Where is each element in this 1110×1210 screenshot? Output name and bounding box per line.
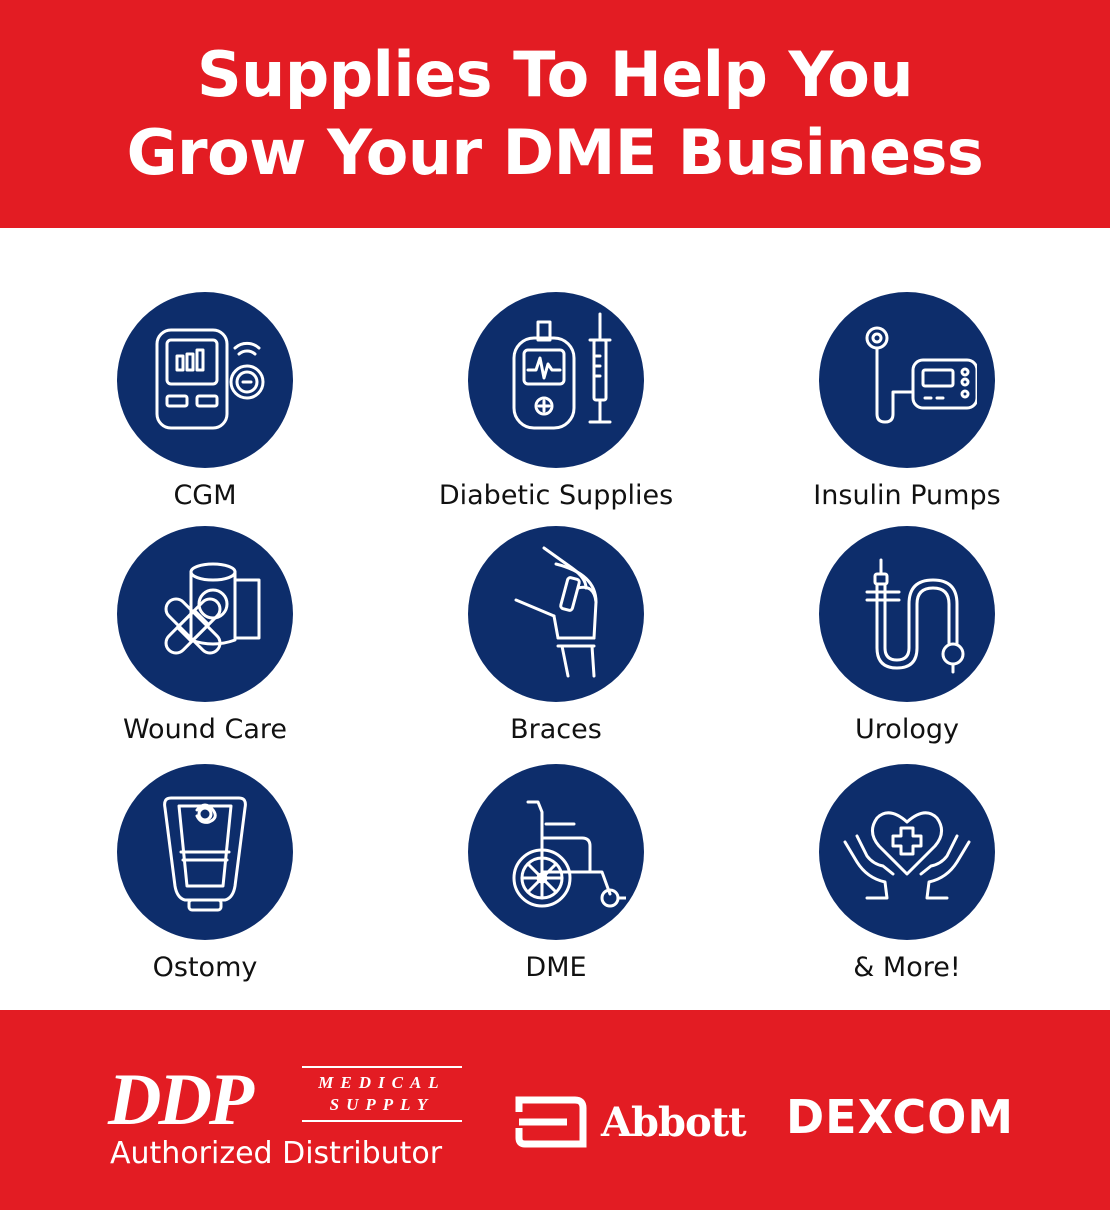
- abbott-logo: Abbott: [515, 1090, 747, 1154]
- heart-hands-icon: [819, 764, 995, 940]
- category-cgm[interactable]: CGM: [55, 292, 355, 522]
- category-ostomy[interactable]: Ostomy: [55, 764, 355, 994]
- category-label: Wound Care: [122, 714, 288, 745]
- page-title-line-1: Supplies To Help You: [197, 38, 913, 111]
- category-more[interactable]: & More!: [757, 764, 1057, 994]
- category-label: & More!: [853, 952, 961, 983]
- category-label: Urology: [855, 714, 959, 745]
- ostomy-bag-icon: [117, 764, 293, 940]
- glucometer-syringe-icon: [468, 292, 644, 468]
- ddp-logo-subtitle: MEDICAL SUPPLY: [302, 1066, 462, 1122]
- header-banner: Supplies To Help You Grow Your DME Busin…: [0, 0, 1110, 228]
- ddp-sub-supply: SUPPLY: [329, 1095, 435, 1114]
- knee-brace-icon: [468, 526, 644, 702]
- abbott-mark-icon: [515, 1096, 587, 1148]
- cgm-icon: [117, 292, 293, 468]
- category-braces[interactable]: Braces: [406, 526, 706, 756]
- dexcom-logo: DEXCOM: [786, 1090, 1015, 1144]
- category-label: DME: [525, 952, 587, 983]
- category-label: Ostomy: [152, 952, 258, 983]
- category-diabetic-supplies[interactable]: Diabetic Supplies: [406, 292, 706, 522]
- ddp-sub-medical: MEDICAL: [318, 1073, 446, 1092]
- ddp-logo-text: DDP: [108, 1059, 254, 1141]
- catheter-icon: [819, 526, 995, 702]
- wheelchair-icon: [468, 764, 644, 940]
- category-urology[interactable]: Urology: [757, 526, 1057, 756]
- category-grid: CGM Diabetic Supplies: [0, 228, 1110, 1010]
- abbott-wordmark: Abbott: [601, 1098, 747, 1146]
- category-label: Insulin Pumps: [813, 480, 1001, 511]
- category-wound-care[interactable]: Wound Care: [55, 526, 355, 756]
- category-dme[interactable]: DME: [406, 764, 706, 994]
- authorized-distributor-text: Authorized Distributor: [110, 1136, 443, 1171]
- category-insulin-pumps[interactable]: Insulin Pumps: [757, 292, 1057, 522]
- category-label: CGM: [173, 480, 237, 511]
- footer-banner: DDP MEDICAL SUPPLY Authorized Distributo…: [0, 1010, 1110, 1210]
- insulin-pump-icon: [819, 292, 995, 468]
- category-label: Braces: [510, 714, 602, 745]
- ddp-medical-supply-logo: DDP MEDICAL SUPPLY: [108, 1060, 468, 1140]
- category-label: Diabetic Supplies: [438, 480, 674, 511]
- bandage-icon: [117, 526, 293, 702]
- page-title-line-2: Grow Your DME Business: [126, 116, 984, 189]
